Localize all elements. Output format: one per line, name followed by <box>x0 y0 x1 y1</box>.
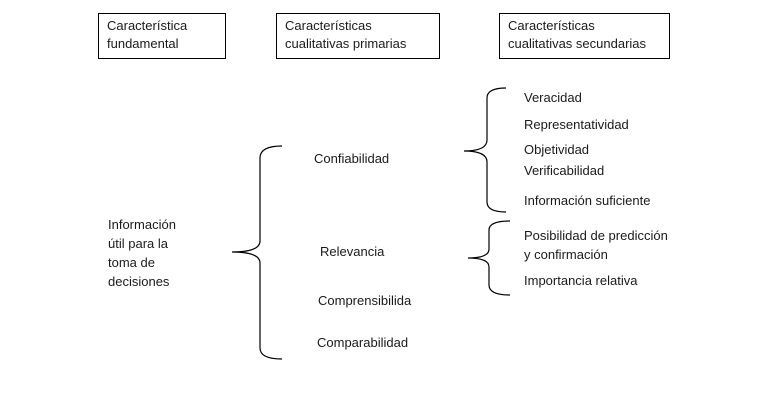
primary-comparabilidad: Comparabilidad <box>317 335 409 350</box>
header-primarias: Características cualitativas primarias <box>276 13 440 59</box>
secondary-prediccion: Posibilidad de predicción y confirmación <box>524 228 668 262</box>
relevancia-bracket <box>467 220 511 296</box>
header-fundamental: Característica fundamental <box>98 13 226 59</box>
primary-relevancia: Relevancia <box>320 244 385 259</box>
primary-comprensibilidad: Comprensibilida <box>318 293 412 308</box>
header-secundarias: Características cualitativas secundarias <box>499 13 670 59</box>
secondary-objetividad: Objetividad <box>524 142 590 157</box>
root-label: Información útil para la toma de decisio… <box>108 217 176 289</box>
primary-confiabilidad: Confiabilidad <box>314 151 390 166</box>
confiabilidad-bracket <box>463 87 507 213</box>
secondary-veracidad: Veracidad <box>524 90 582 105</box>
secondary-informacion-suficiente: Información suficiente <box>524 193 651 208</box>
secondary-verificabilidad: Verificabilidad <box>524 163 605 178</box>
main-bracket <box>231 145 283 360</box>
secondary-representatividad: Representatividad <box>524 117 629 132</box>
secondary-importancia: Importancia relativa <box>524 273 638 288</box>
